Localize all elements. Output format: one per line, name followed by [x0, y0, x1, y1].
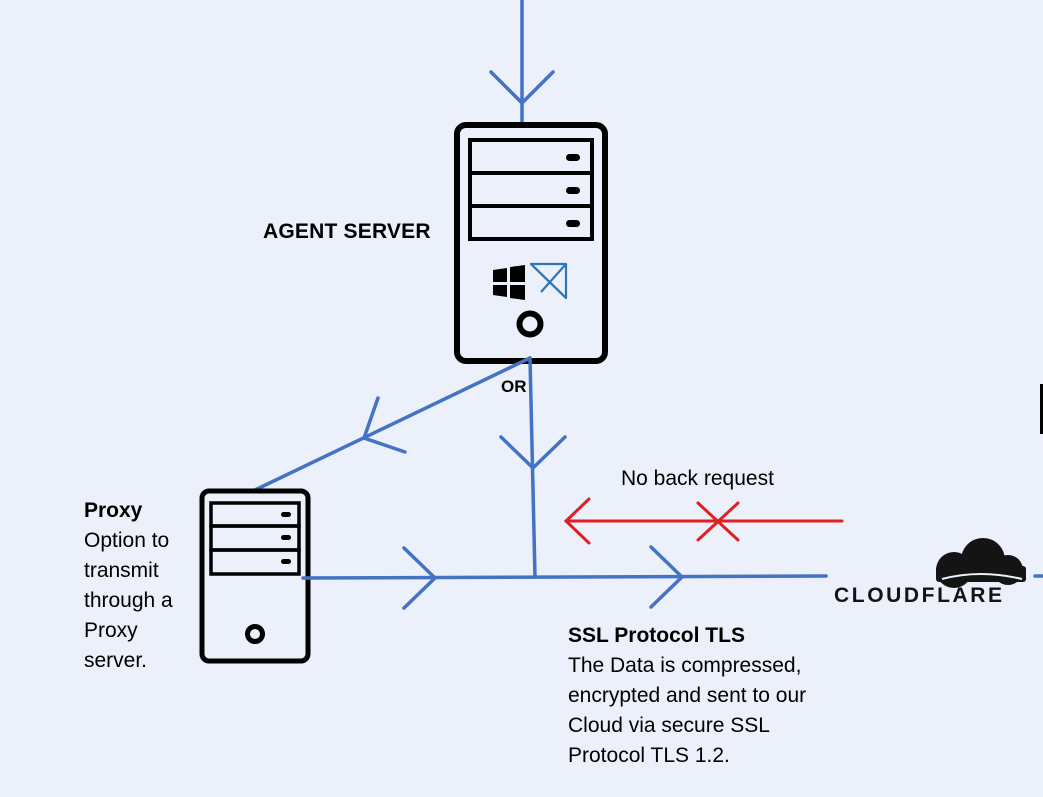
proxy-title: Proxy — [84, 499, 143, 522]
proxy-server-icon — [199, 488, 311, 664]
incoming-flow-line — [489, 0, 555, 127]
edge-mark — [1040, 384, 1043, 434]
agent-to-proxy-line — [253, 356, 532, 492]
ssl-description: The Data is compressed, encrypted and se… — [568, 654, 807, 767]
cloud-icon — [936, 538, 1026, 588]
no-back-request-label: No back request — [621, 467, 774, 490]
right-arrowhead-icon — [402, 546, 438, 610]
right-arrowhead-icon — [649, 545, 685, 609]
agent-to-cloud-line — [499, 356, 567, 579]
down-arrowhead-icon — [499, 435, 567, 471]
proxy-description: Option to transmit through a Proxy serve… — [84, 529, 173, 672]
cloud-brand-label: CLOUDFLARE — [834, 584, 1005, 607]
incoming-arrowhead-icon — [489, 70, 555, 106]
agent-server-icon — [454, 122, 608, 364]
blocked-back-request-line — [563, 497, 844, 545]
proxy-arrowhead-icon — [361, 396, 407, 454]
ssl-title: SSL Protocol TLS — [568, 624, 745, 647]
x-cross-icon — [696, 501, 740, 542]
proxy-text-block: Proxy Option to transmit through a Proxy… — [84, 496, 194, 676]
proxy-to-cloud-line — [301, 545, 1043, 610]
triangle-logo-icon — [529, 262, 568, 300]
windows-logo-icon — [493, 265, 525, 300]
left-arrowhead-icon — [563, 497, 591, 545]
agent-server-label: AGENT SERVER — [263, 220, 431, 243]
ssl-text-block: SSL Protocol TLS The Data is compressed,… — [568, 621, 838, 771]
or-label: OR — [501, 377, 527, 396]
